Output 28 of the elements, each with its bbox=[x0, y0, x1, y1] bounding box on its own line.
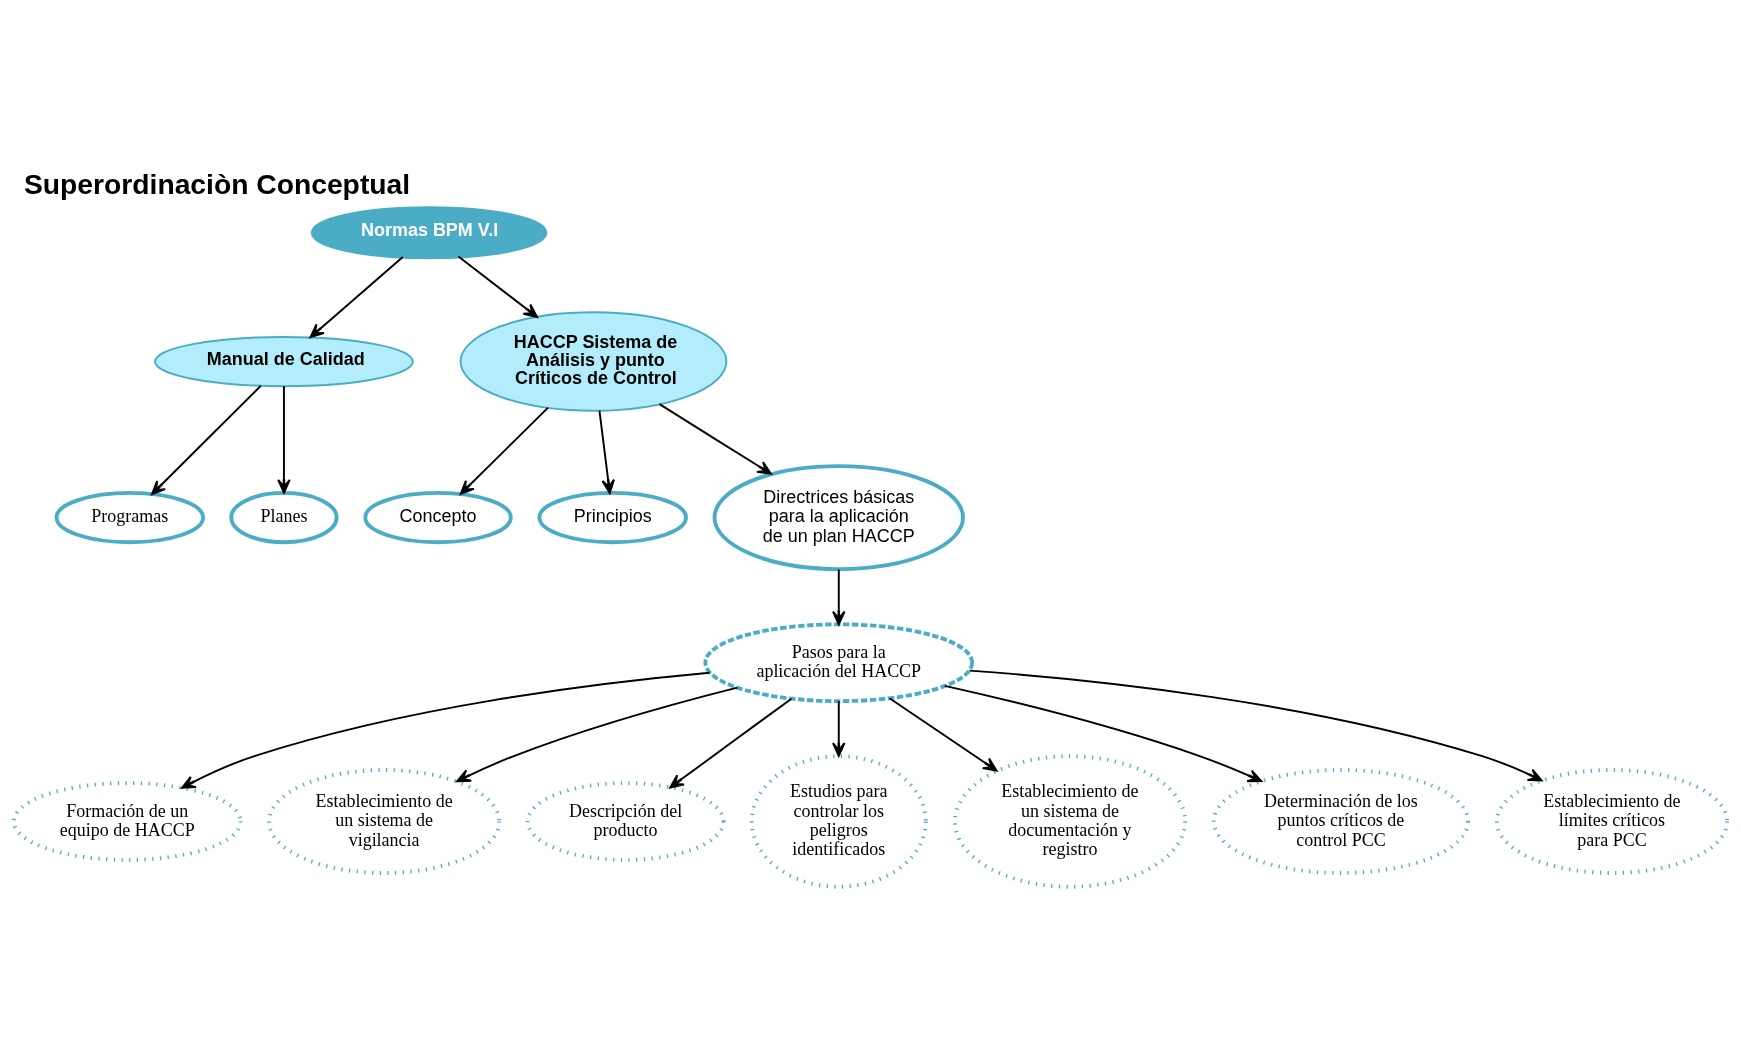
arrow bbox=[181, 671, 711, 789]
node-ellipse: Programas bbox=[54, 491, 205, 545]
node-ellipse: Principios bbox=[537, 491, 688, 545]
arrow bbox=[832, 568, 846, 626]
node-ellipse: Descripción del producto bbox=[525, 781, 726, 862]
arrow bbox=[943, 684, 1263, 783]
arrow bbox=[309, 255, 404, 339]
arrow bbox=[669, 697, 793, 789]
node-ellipse: Concepto bbox=[363, 491, 513, 545]
node-ellipse: Estudios para controlar los peligros identificados bbox=[749, 754, 928, 889]
arrow bbox=[277, 385, 291, 494]
node-ellipse: HACCP Sistema de Análisis y punto Críticos de Control bbox=[459, 311, 728, 412]
arrow bbox=[457, 255, 539, 318]
arrow bbox=[459, 406, 550, 495]
node-ellipse: Formación de un equipo de HACCP bbox=[11, 781, 243, 862]
node-ellipse: Planes bbox=[229, 491, 339, 545]
node-ellipse: Directrices básicas para la aplicación de un plan HACCP bbox=[712, 464, 965, 571]
arrow bbox=[151, 384, 262, 496]
arrow bbox=[888, 697, 998, 772]
arrow bbox=[658, 403, 772, 475]
arrow bbox=[598, 409, 615, 494]
node-ellipse: Manual de Calidad bbox=[154, 335, 414, 388]
diagram-title: Superordinaciòn Conceptual bbox=[23, 167, 411, 200]
node-ellipse: Pasos para la aplicación del HACCP bbox=[703, 622, 975, 704]
arrow bbox=[968, 669, 1543, 782]
arrow bbox=[832, 700, 846, 757]
node-ellipse: Normas BPM V.I bbox=[310, 206, 548, 260]
arrow bbox=[456, 686, 739, 783]
